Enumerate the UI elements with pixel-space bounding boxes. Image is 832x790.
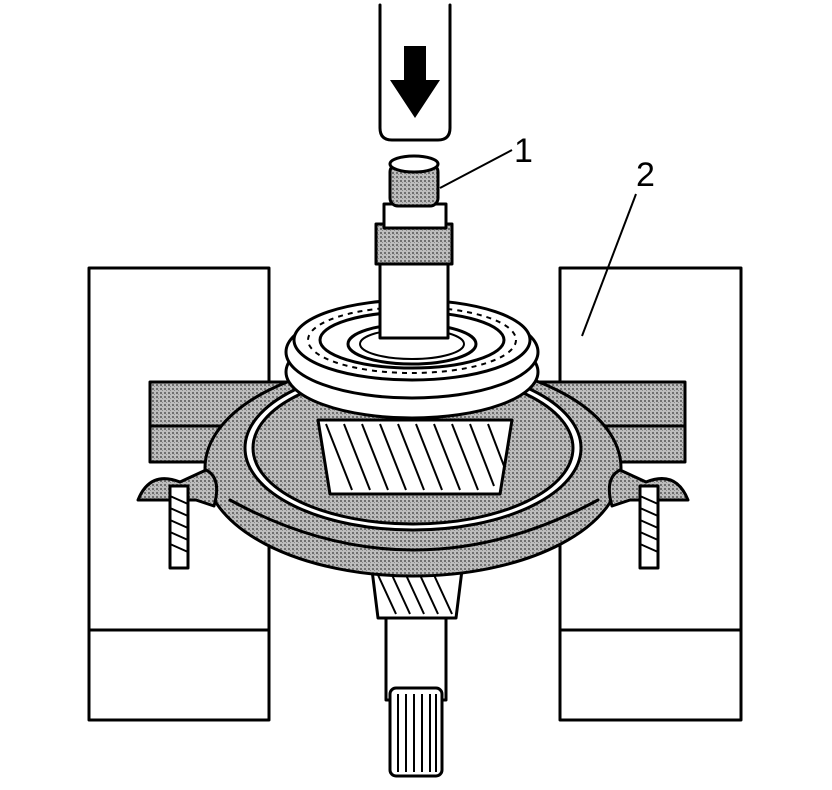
right-clamp-bolt [607, 468, 690, 570]
callout-2-label: 2 [636, 156, 655, 194]
callout-2-leader [581, 193, 637, 337]
output-shaft-lower [384, 608, 448, 778]
down-arrow-icon [390, 46, 440, 118]
callout-1-leader [439, 149, 513, 189]
bearing [284, 298, 540, 420]
left-clamp-bolt [136, 468, 219, 570]
helical-gear [316, 418, 514, 496]
input-shaft-upper [374, 154, 454, 340]
callout-1-label: 1 [514, 132, 533, 170]
lower-gear-teeth [370, 568, 464, 620]
